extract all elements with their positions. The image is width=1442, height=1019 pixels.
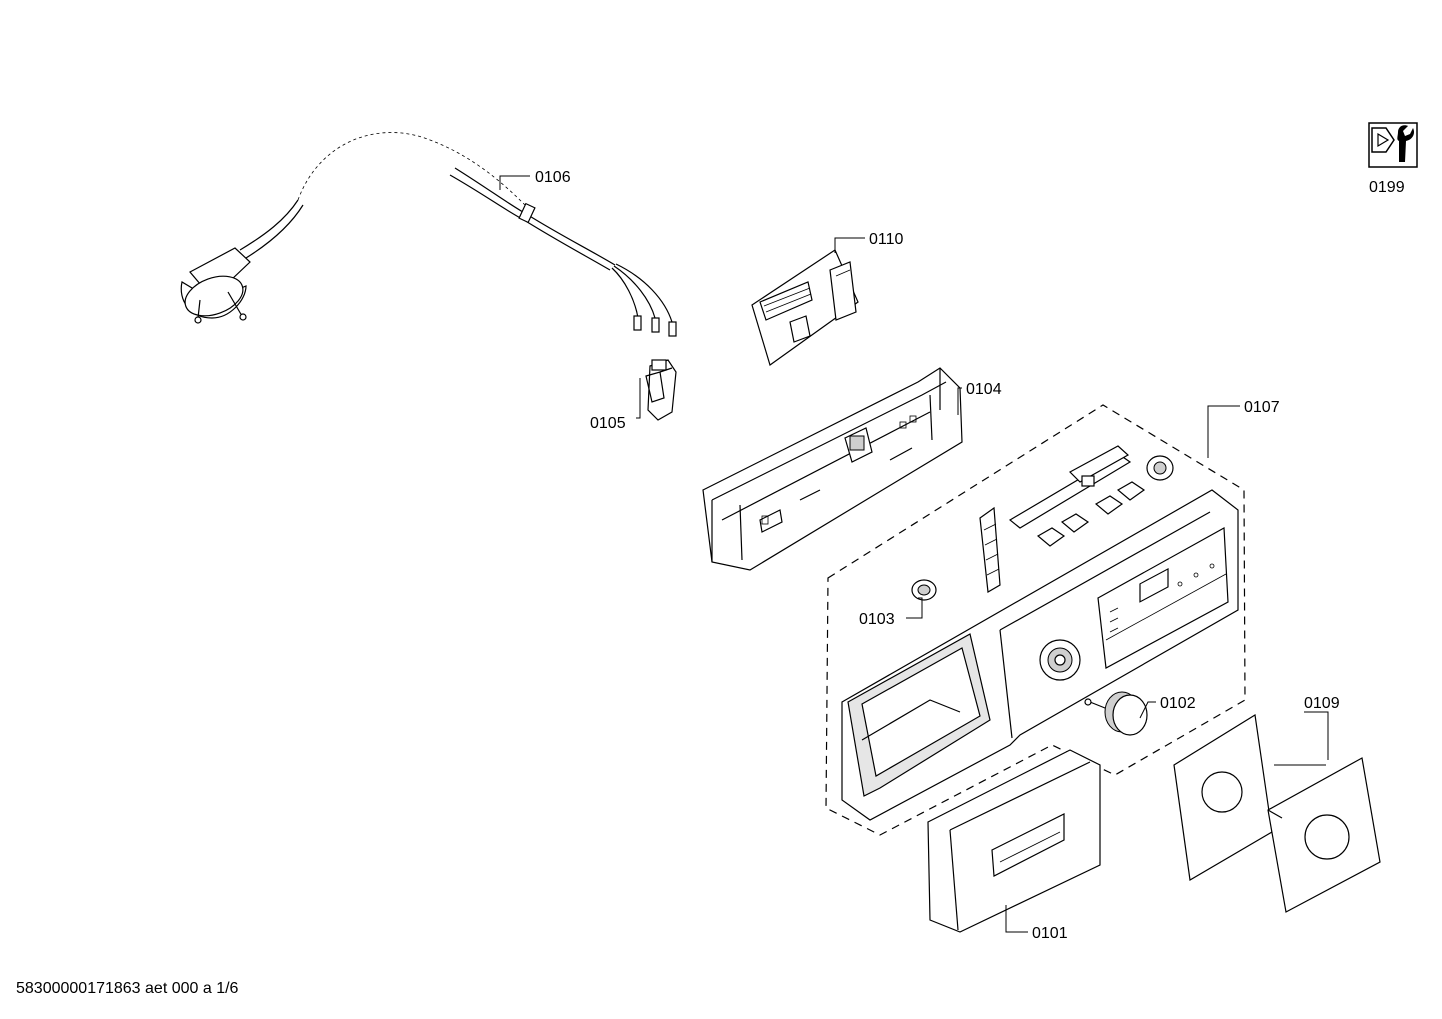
electronics-housing-part[interactable] <box>702 367 963 571</box>
control-panel-fascia-part[interactable] <box>841 489 1239 821</box>
dispenser-drawer-handle-part[interactable] <box>927 749 1101 933</box>
button-set-part[interactable] <box>1008 445 1174 547</box>
label-0101: 0101 <box>1032 925 1068 942</box>
small-knob-part[interactable] <box>911 579 937 601</box>
label-0103: 0103 <box>859 611 895 628</box>
decor-panel-set-part[interactable] <box>1173 714 1381 913</box>
label-0107: 0107 <box>1244 399 1280 416</box>
wrench-nut-icon <box>1368 122 1418 168</box>
light-guide-part[interactable] <box>979 506 1001 593</box>
document-id-footer: 58300000171863 aet 000 a 1/6 <box>16 980 239 997</box>
label-0199: 0199 <box>1369 179 1405 196</box>
label-0109: 0109 <box>1304 695 1340 712</box>
leader-lines <box>499 175 1329 933</box>
control-module-part[interactable] <box>751 249 859 366</box>
power-cable-part[interactable] <box>180 132 677 337</box>
program-knob-part[interactable] <box>1084 691 1148 736</box>
panel-assembly-outline <box>825 404 1246 836</box>
label-0105: 0105 <box>590 415 626 432</box>
label-0102: 0102 <box>1160 695 1196 712</box>
interference-suppressor-part[interactable] <box>645 359 677 421</box>
label-0106: 0106 <box>535 169 571 186</box>
label-0110: 0110 <box>869 231 904 248</box>
label-0104: 0104 <box>966 381 1002 398</box>
